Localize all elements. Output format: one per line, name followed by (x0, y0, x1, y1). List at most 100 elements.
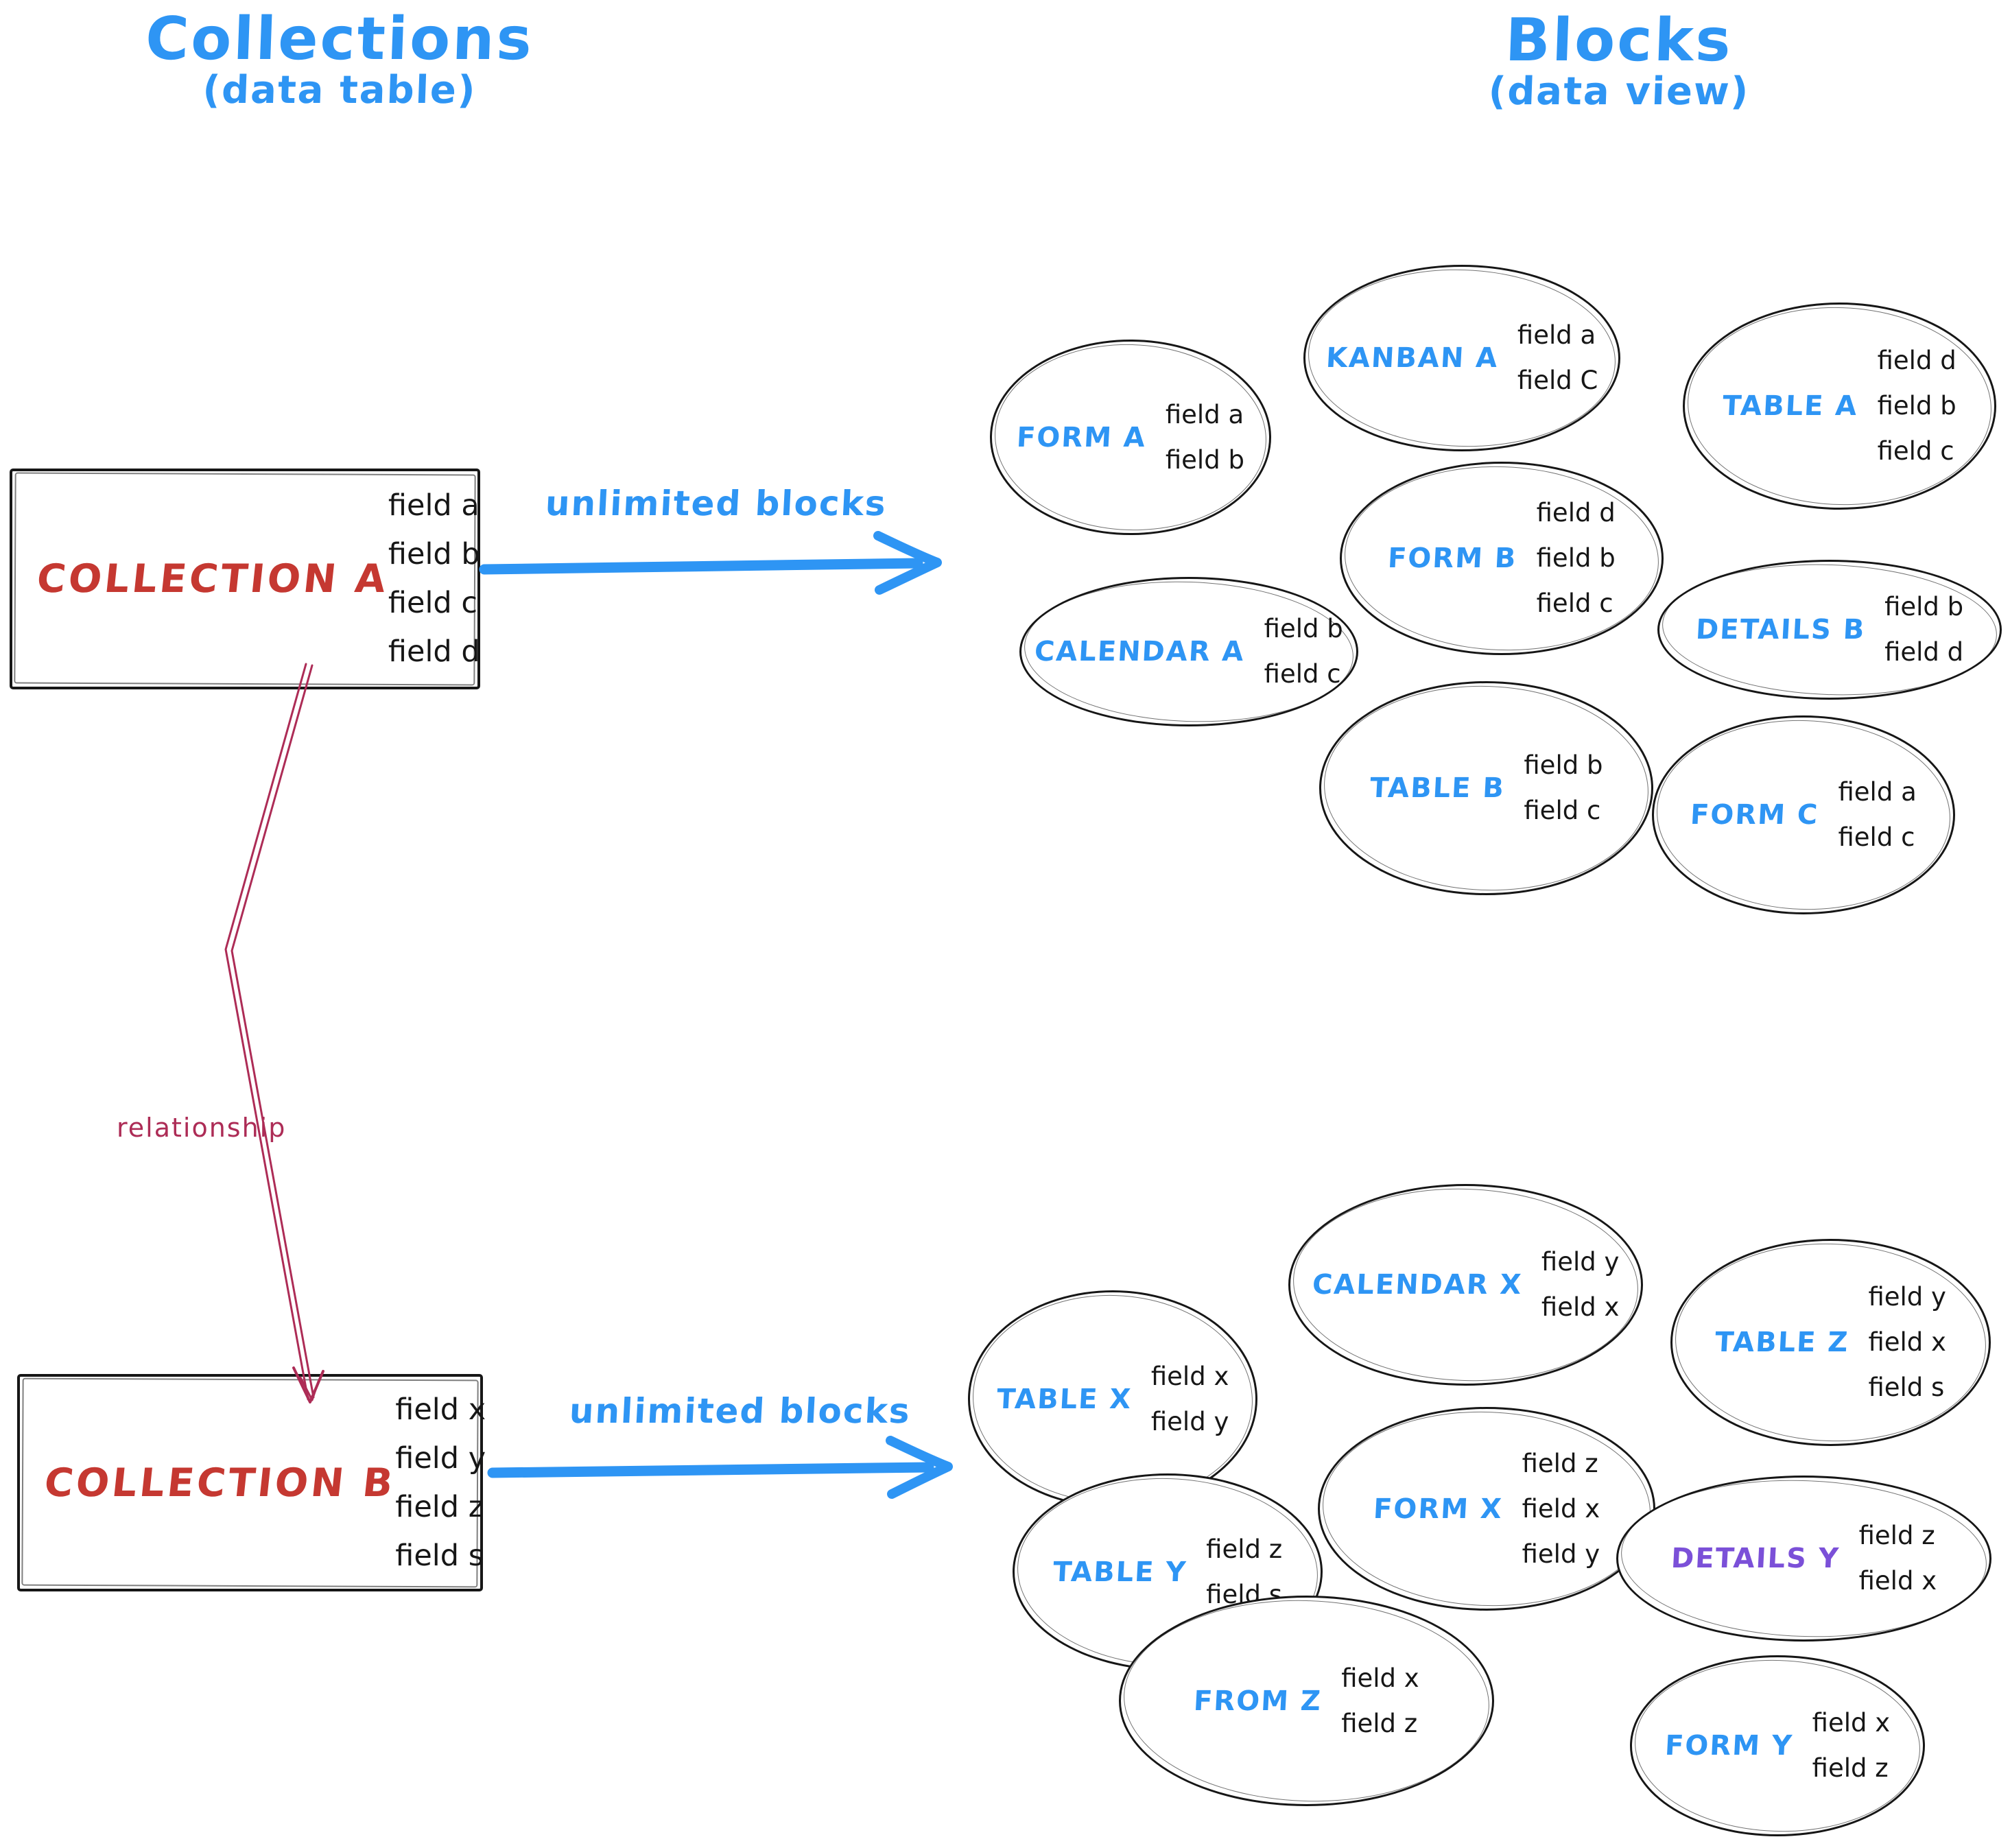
arrow-bottom-label: unlimited blocks (568, 1391, 912, 1431)
block-field: field a (1165, 399, 1244, 429)
block-label: FORM A (1015, 421, 1148, 453)
collection-a-fields: field a field b field c field d (388, 482, 508, 676)
block-field: field c (1524, 796, 1601, 825)
block-fields: field y field x field s (1868, 1275, 1946, 1410)
unlimited-blocks-arrow-top (479, 531, 942, 595)
block-table-b: TABLE B field b field c (1319, 681, 1653, 895)
block-label: FROM Z (1193, 1685, 1323, 1717)
collection-a-name: COLLECTION A (34, 556, 391, 602)
page-title-collections: Collections (144, 5, 535, 73)
collection-b-field: field s (395, 1538, 484, 1573)
relationship-arrow (224, 663, 324, 1403)
block-table-x: TABLE X field x field y (968, 1290, 1257, 1508)
block-field: field b (1877, 391, 1956, 420)
block-label: TABLE A (1722, 390, 1859, 422)
block-field: field b (1524, 750, 1603, 780)
block-table-z: TABLE Z field y field x field s (1670, 1239, 1991, 1446)
block-field: field x (1541, 1292, 1620, 1322)
block-field: field b (1536, 543, 1616, 573)
block-field: field d (1884, 637, 1964, 667)
block-form-y: FORM Y field x field z (1630, 1655, 1925, 1836)
block-fields: field z field x (1859, 1513, 1937, 1604)
subtitle-data-table: (data table) (202, 68, 477, 112)
block-fields: field a field b (1166, 392, 1244, 483)
block-field: field a (1838, 777, 1917, 807)
block-field: field a (1517, 320, 1596, 350)
block-field: field x (1858, 1566, 1937, 1596)
block-field: field x (1812, 1708, 1891, 1738)
block-label: FORM B (1387, 543, 1518, 574)
block-from-z: FROM Z field x field z (1119, 1596, 1494, 1806)
block-field: field y (1868, 1282, 1946, 1312)
block-field: field x (1522, 1493, 1600, 1524)
collection-b-field: field x (395, 1392, 486, 1427)
block-label: TABLE B (1369, 772, 1506, 804)
collection-a-box: COLLECTION A field a field b field c fie… (10, 469, 480, 689)
block-label: KANBAN A (1325, 342, 1500, 374)
collection-b-field: field y (395, 1441, 486, 1476)
page-title-blocks: Blocks (1504, 6, 1734, 75)
block-field: field y (1541, 1247, 1620, 1277)
block-fields: field d field b field c (1537, 490, 1616, 626)
block-fields: field x field z (1341, 1656, 1419, 1746)
block-field: field s (1868, 1373, 1945, 1402)
block-fields: field a field c (1838, 770, 1916, 860)
block-calendar-x: CALENDAR X field y field x (1288, 1184, 1643, 1386)
block-field: field C (1517, 366, 1598, 395)
block-fields: field b field c (1264, 606, 1343, 697)
block-field: field z (1522, 1448, 1598, 1478)
block-label: FORM X (1372, 1493, 1504, 1525)
relationship-label: relationship (117, 1113, 287, 1143)
block-table-a: TABLE A field d field b field c (1683, 303, 1996, 510)
block-label: TABLE Z (1714, 1327, 1850, 1358)
block-field: field x (1341, 1663, 1419, 1693)
block-label: DETAILS Y (1670, 1543, 1841, 1574)
block-details-b: DETAILS B field b field d (1657, 560, 2002, 700)
arrow-top-label: unlimited blocks (544, 484, 888, 523)
block-fields: field d field b field c (1878, 338, 1956, 474)
block-label: TABLE X (995, 1383, 1133, 1415)
block-field: field d (1877, 346, 1956, 375)
collection-b-field: field z (395, 1489, 484, 1524)
block-field: field c (1536, 589, 1613, 618)
block-field: field c (1877, 436, 1954, 466)
block-field: field x (1150, 1361, 1229, 1391)
block-field: field z (1341, 1708, 1418, 1738)
block-field: field c (1264, 659, 1341, 689)
block-field: field c (1838, 822, 1915, 852)
block-fields: field b field d (1884, 584, 1963, 675)
block-field: field x (1868, 1327, 1946, 1357)
block-field: field b (1264, 614, 1343, 643)
collection-a-field: field b (388, 537, 480, 571)
block-field: field y (1522, 1539, 1600, 1569)
block-form-b: FORM B field d field b field c (1340, 462, 1664, 655)
block-form-x: FORM X field z field x field y (1318, 1407, 1655, 1611)
block-field: field z (1858, 1521, 1935, 1550)
block-fields: field x field y (1151, 1354, 1229, 1445)
block-field: field d (1536, 498, 1616, 528)
unlimited-blocks-arrow-bottom (487, 1436, 953, 1499)
block-fields: field x field z (1812, 1701, 1891, 1791)
collection-b-box: COLLECTION B field x field y field z fie… (17, 1374, 486, 1591)
block-form-a: FORM A field a field b (990, 340, 1271, 535)
block-label: FORM C (1690, 799, 1820, 831)
block-label: CALENDAR A (1034, 636, 1246, 667)
collection-b-name: COLLECTION B (42, 1460, 398, 1506)
block-field: field b (1165, 445, 1244, 475)
collection-b-fields: field x field y field z field s (395, 1386, 513, 1580)
collection-a-field: field c (388, 586, 477, 620)
block-field: field z (1206, 1534, 1283, 1564)
block-fields: field b field c (1524, 743, 1603, 833)
block-calendar-a: CALENDAR A field b field c (1019, 577, 1358, 726)
block-field: field y (1150, 1406, 1229, 1436)
block-details-y: DETAILS Y field z field x (1616, 1476, 1991, 1642)
block-field: field b (1884, 592, 1964, 621)
block-fields: field z field x field y (1522, 1441, 1600, 1577)
collection-a-field: field d (388, 635, 480, 669)
block-label: CALENDAR X (1311, 1269, 1524, 1301)
block-fields: field y field x (1541, 1240, 1620, 1330)
block-label: FORM Y (1664, 1730, 1794, 1762)
subtitle-data-view: (data view) (1487, 69, 1751, 114)
block-label: TABLE Y (1052, 1556, 1188, 1588)
